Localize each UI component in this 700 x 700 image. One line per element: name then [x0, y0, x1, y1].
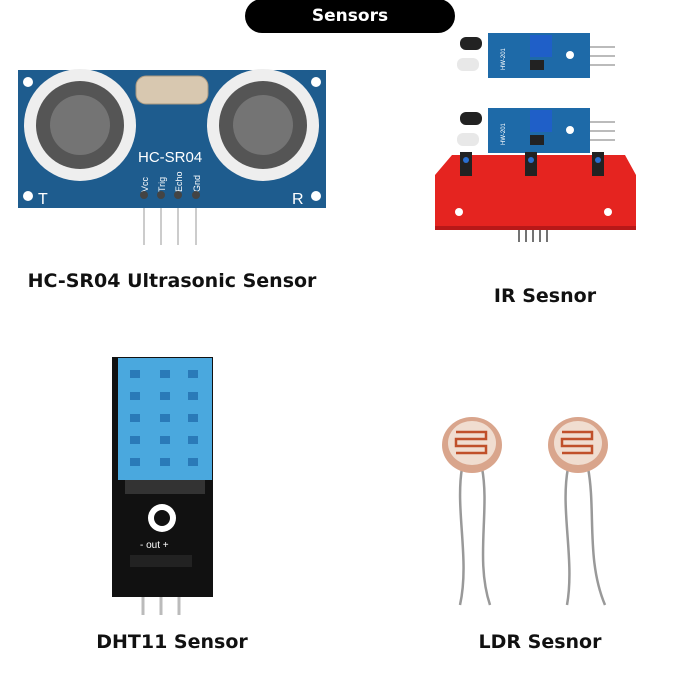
pin-label: Echo: [174, 171, 184, 192]
hc-sr04-image: HC-SR04 Vcc Trig Echo Gnd T R: [18, 69, 326, 245]
dht-marking: - out +: [140, 540, 169, 551]
t-marking: T: [38, 191, 48, 208]
hc-sr04-marking: HC-SR04: [138, 149, 202, 166]
sensor-label-ldr: LDR Sesnor: [478, 631, 602, 653]
pin-label: Gnd: [192, 175, 202, 192]
pin-label: Trig: [157, 177, 167, 192]
sensor-label-ir: IR Sesnor: [493, 285, 597, 307]
sensor-label-dht11: DHT11 Sensor: [96, 631, 248, 653]
ir-marking: HW-201: [501, 47, 507, 70]
sensor-label-hc-sr04: HC-SR04 Ultrasonic Sensor: [27, 270, 317, 292]
title-banner: Sensors: [245, 0, 455, 33]
title: Sensors: [311, 6, 389, 26]
ldr-image: [442, 417, 608, 606]
pin-label: Vcc: [140, 176, 150, 192]
r-marking: R: [292, 191, 304, 208]
dht11-image: - out +: [112, 357, 213, 615]
ir-sensor-image: HW-201: [435, 33, 636, 242]
